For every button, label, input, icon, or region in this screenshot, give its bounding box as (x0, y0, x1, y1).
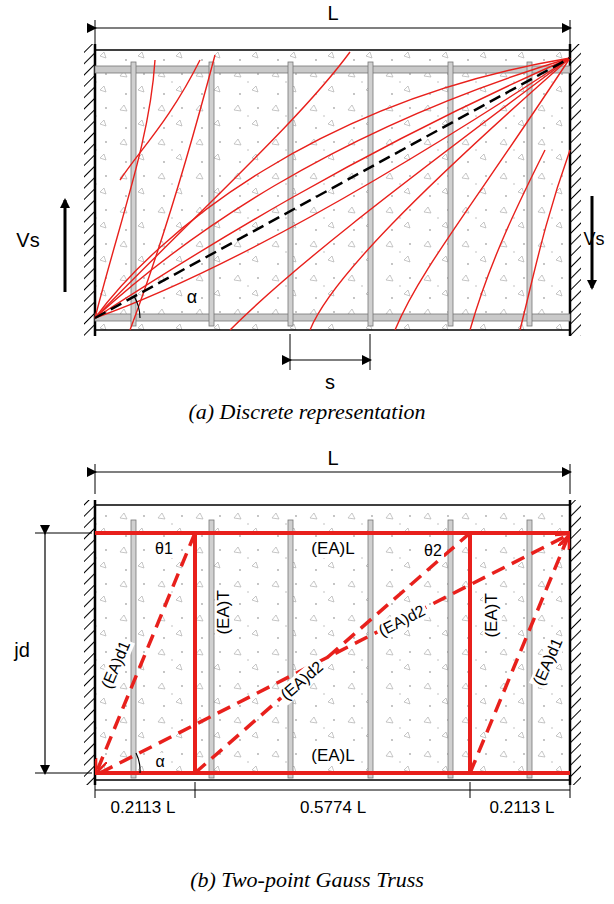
force-label: Vs (14, 229, 41, 251)
force-label: Vs (581, 230, 606, 250)
angle-label: α (185, 288, 199, 308)
dimension-label: 0.2113 L (109, 799, 178, 818)
dimension-label: s (323, 371, 337, 393)
dimension-label: 0.2113 L (488, 799, 557, 818)
panel-a (65, 20, 592, 370)
angle-label: α (153, 753, 166, 771)
caption: (a) Discrete representation (186, 400, 427, 424)
member-label: (EA)L (309, 747, 356, 766)
member-label: (EA)L (309, 540, 356, 559)
angle-label: θ2 (422, 542, 444, 560)
dimension-label: L (325, 447, 340, 469)
member-label: (EA)T (483, 591, 502, 639)
angle-label: θ1 (153, 540, 175, 558)
panel-b (35, 464, 581, 798)
dimension-label: jd (12, 639, 32, 661)
dimension-label: 0.5774 L (298, 799, 368, 818)
caption: (b) Two-point Gauss Truss (188, 868, 426, 892)
dimension-label: L (325, 2, 340, 24)
member-label: (EA)T (215, 588, 234, 636)
